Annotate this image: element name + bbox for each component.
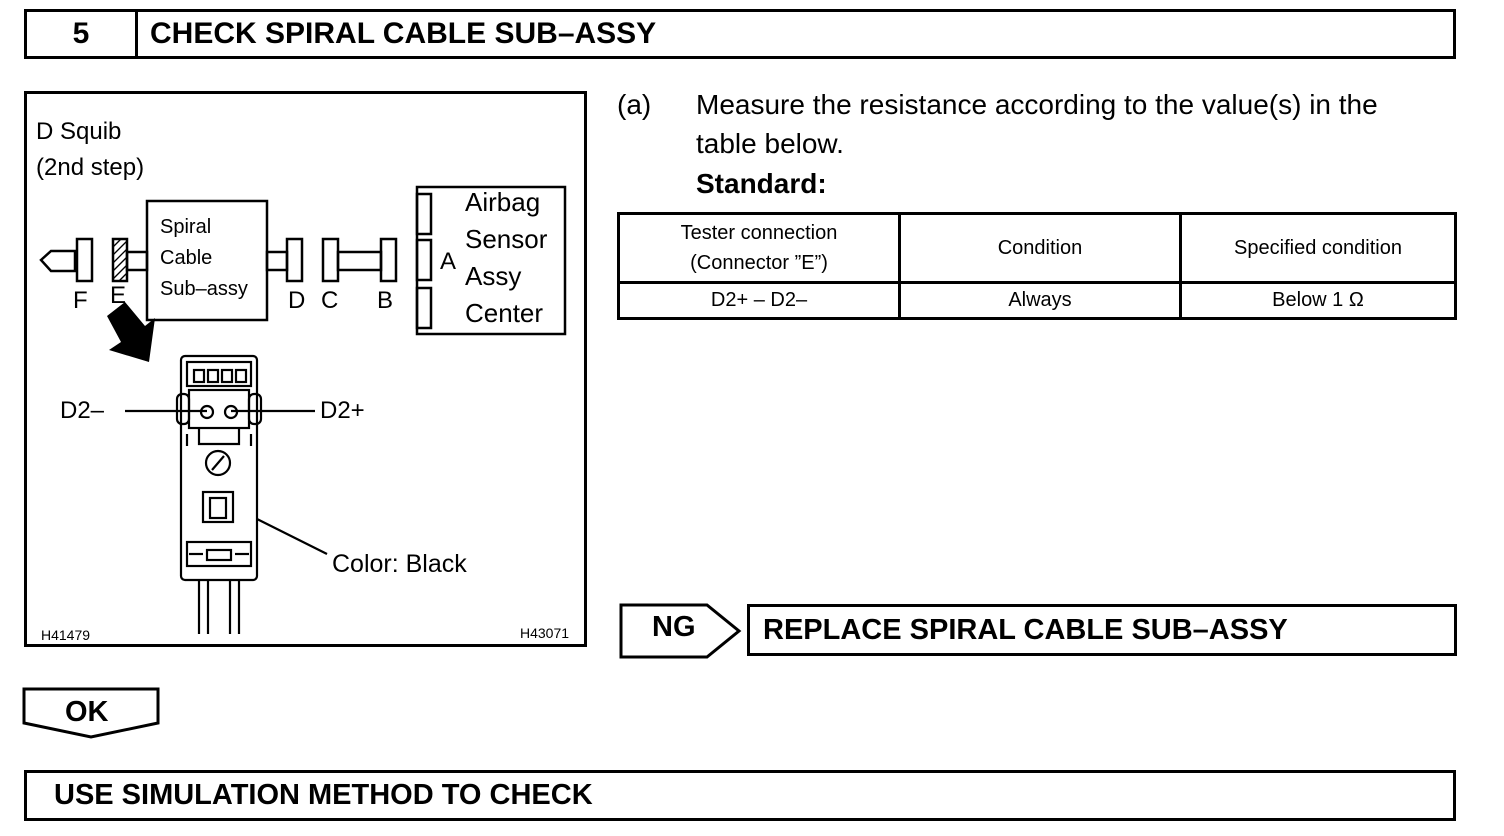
ok-label: OK <box>65 696 109 728</box>
cell-condition: Always <box>898 281 1182 320</box>
diagram-title-1: D Squib <box>36 118 122 145</box>
instruction-marker: (a) <box>617 89 652 120</box>
connector-f-plug <box>39 249 77 273</box>
arrow-icon <box>107 302 155 362</box>
cell-tester-connection: D2+ – D2– <box>617 281 901 320</box>
airbag-label-3: Assy <box>465 261 522 291</box>
color-note: Color: Black <box>332 550 467 578</box>
wiring-diagram <box>39 185 567 634</box>
connector-f <box>75 237 94 283</box>
connector-c-label: C <box>321 287 339 314</box>
standard-label: Standard: <box>696 168 827 199</box>
cell-specified-condition: Below 1 Ω <box>1179 281 1457 320</box>
spiral-label-3: Sub–assy <box>160 278 248 300</box>
final-step: USE SIMULATION METHOD TO CHECK <box>24 770 1456 821</box>
airbag-label-2: Sensor <box>465 224 548 254</box>
wiring-diagram-panel: D Squib (2nd step) Spiral Cable Sub–assy… <box>24 91 587 647</box>
header-tester-connection: Tester connection <box>680 222 838 244</box>
connector-b-label: B <box>377 287 394 314</box>
connector-f-label: F <box>73 287 88 314</box>
instruction-line-2: table below. <box>696 128 844 159</box>
ng-action: REPLACE SPIRAL CABLE SUB–ASSY <box>747 604 1457 656</box>
connector-d-label: D <box>288 287 306 314</box>
table-header-row: Tester connection (Connector ”E”) Condit… <box>617 212 1457 284</box>
instruction-line-1: Measure the resistance according to the … <box>696 89 1378 120</box>
ok-arrow-tag <box>22 687 160 739</box>
ng-arrow-tag <box>619 603 742 659</box>
diagram-code-left: H41479 <box>41 627 91 643</box>
spiral-label-2: Cable <box>160 247 213 269</box>
diagram-title-2: (2nd step) <box>36 154 145 181</box>
airbag-label-1: Airbag <box>465 187 541 217</box>
connector-e-detail <box>175 354 263 634</box>
step-title: CHECK SPIRAL CABLE SUB–ASSY <box>135 9 1456 59</box>
ng-label: NG <box>652 611 696 643</box>
connector-b <box>379 237 398 283</box>
diagram-code-right: H43071 <box>520 625 570 641</box>
spiral-label-1: Spiral <box>160 216 212 238</box>
connector-d <box>285 237 304 283</box>
step-number: 5 <box>24 9 138 59</box>
airbag-label-4: Center <box>465 298 544 328</box>
connector-a-label: A <box>440 248 457 275</box>
leader-color <box>256 518 328 555</box>
terminal-d2-plus: D2+ <box>320 397 365 424</box>
table-row: D2+ – D2– Always Below 1 Ω <box>617 281 1457 320</box>
connector-c <box>321 237 340 283</box>
terminal-d2-minus: D2– <box>60 397 105 424</box>
table-header-cell: Tester connection (Connector ”E”) <box>617 212 901 284</box>
connector-e-label: E <box>110 282 127 309</box>
header-connector-e: (Connector ”E”) <box>690 252 828 274</box>
spec-table: Tester connection (Connector ”E”) Condit… <box>617 212 1457 320</box>
header-specified-condition: Specified condition <box>1179 212 1457 284</box>
header-condition: Condition <box>898 212 1182 284</box>
